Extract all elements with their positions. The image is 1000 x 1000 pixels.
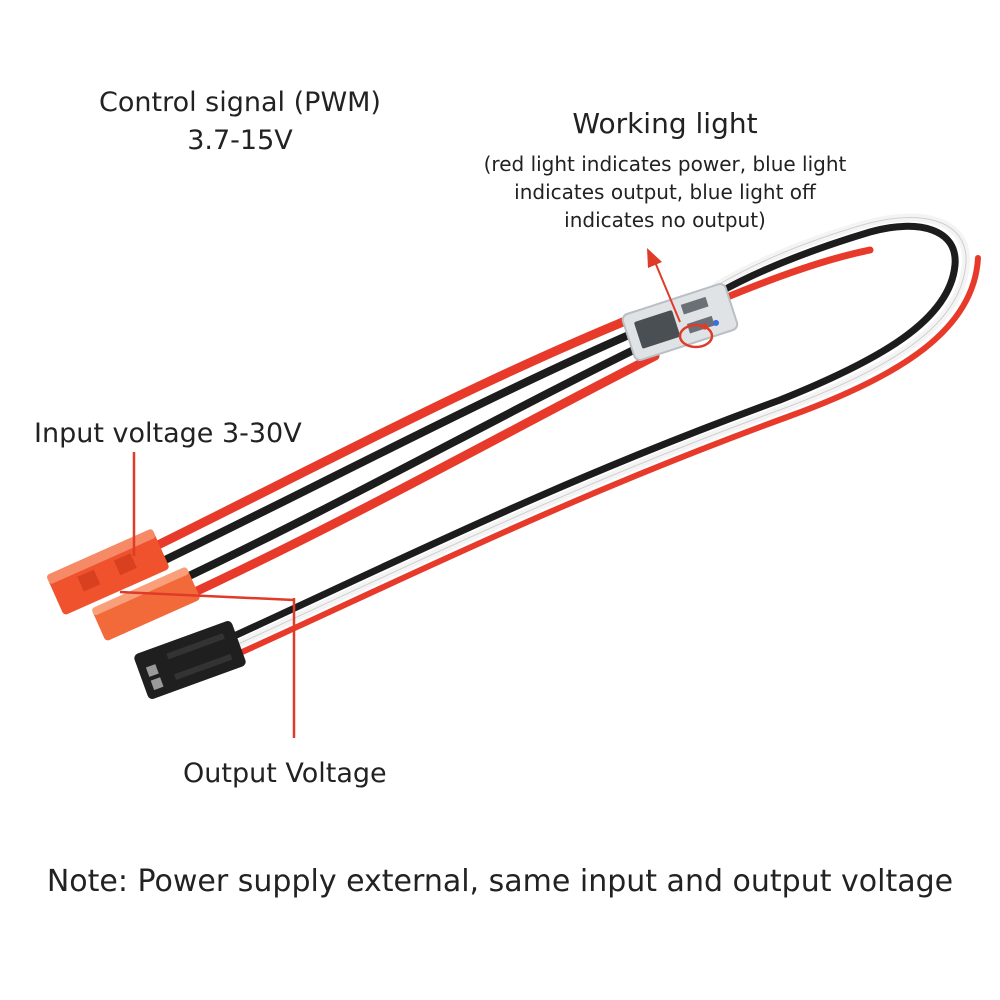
- jst-connector-input: [47, 529, 169, 615]
- jst-connectors: [47, 529, 200, 641]
- servo-lead-red-wire: [237, 255, 981, 656]
- input-red-wire: [153, 310, 645, 550]
- led-highlight-circle: [678, 323, 714, 349]
- output-voltage-annotation: [119, 590, 296, 738]
- led-pointer-arrowhead-icon: [647, 248, 662, 268]
- working-light-desc-line: indicates no output): [564, 208, 766, 232]
- servo-plug: [134, 621, 246, 699]
- working-light-title: Working light: [572, 107, 758, 140]
- servo-lead-black-wire: [228, 222, 959, 641]
- output-voltage-label: Output Voltage: [183, 758, 387, 789]
- blue-led-icon: [713, 319, 720, 326]
- jst-connector-output: [92, 567, 200, 641]
- servo-lead: [228, 213, 981, 656]
- input-voltage-label: Input voltage 3-30V: [34, 418, 302, 449]
- servo-lead-white-wire-edge: [235, 217, 967, 646]
- output-red-wire: [173, 351, 660, 605]
- control-signal-label: Control signal (PWM) 3.7-15V: [60, 84, 420, 160]
- power-leads: [153, 246, 874, 605]
- control-signal-title: Control signal (PWM): [99, 87, 381, 118]
- module-output-red-wire: [716, 246, 874, 304]
- output-black-wire: [166, 338, 654, 589]
- working-light-desc-line: (red light indicates power, blue light: [483, 152, 847, 176]
- working-light-description: (red light indicates power, blue light i…: [440, 150, 890, 234]
- led-pointer-line: [654, 261, 681, 323]
- note-text: Note: Power supply external, same input …: [46, 864, 954, 899]
- input-black-wire: [161, 324, 649, 564]
- working-light-desc-line: indicates output, blue light off: [514, 180, 816, 204]
- control-signal-voltage: 3.7-15V: [187, 125, 293, 156]
- working-light-annotation: [647, 248, 714, 349]
